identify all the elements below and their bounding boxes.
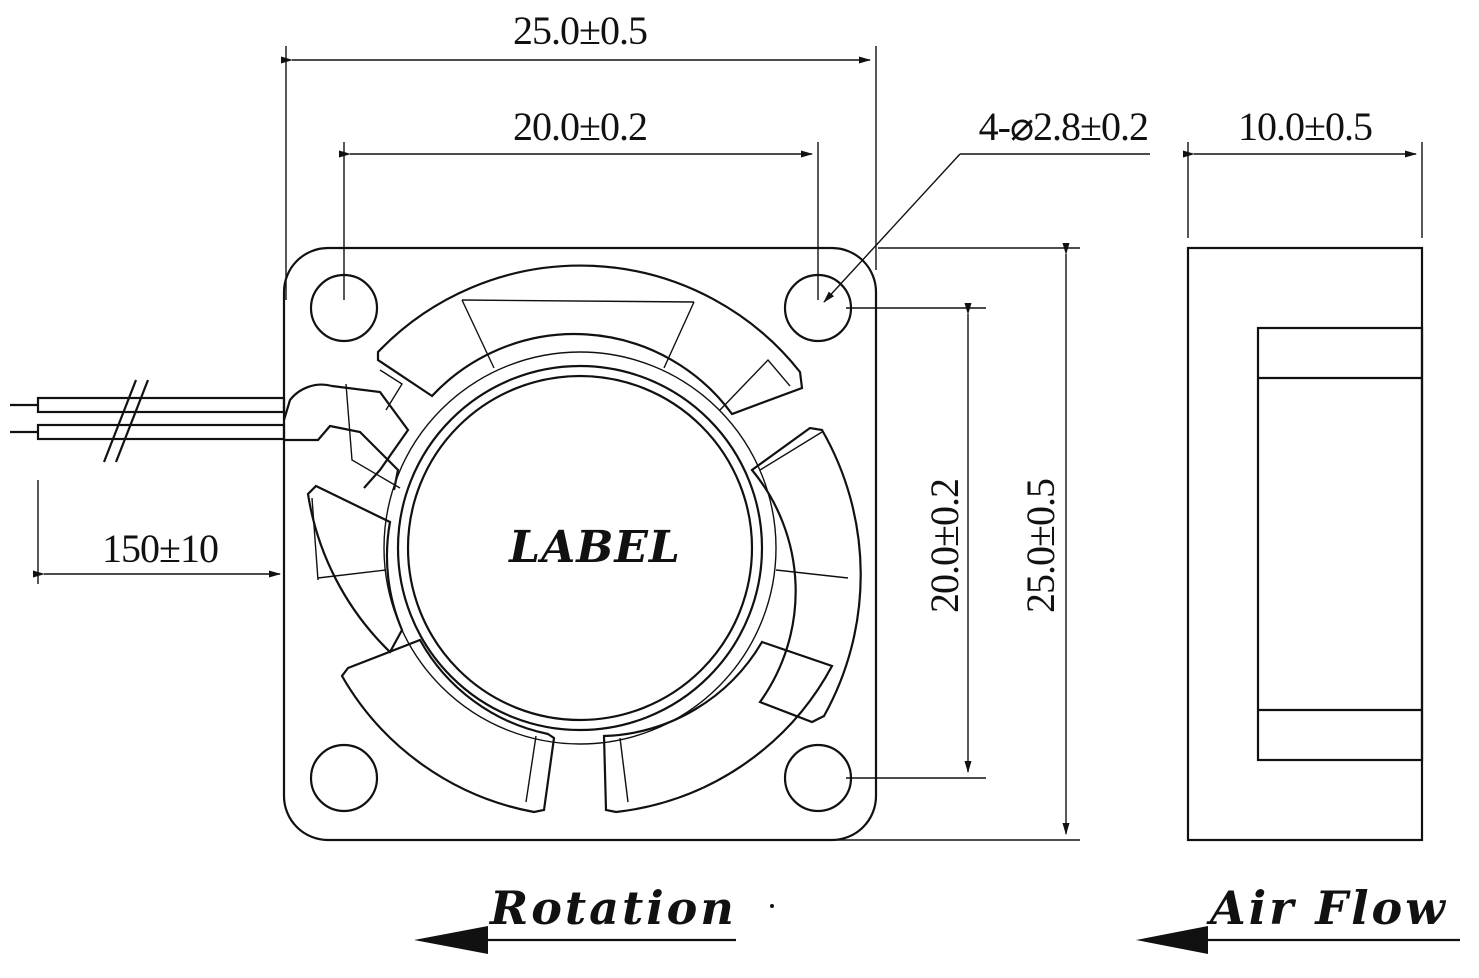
opening-bottom-right — [602, 640, 834, 814]
spoke — [317, 569, 387, 579]
opening-top — [376, 264, 804, 416]
rotation-arrow-icon — [414, 926, 488, 954]
hub-label: LABEL — [507, 522, 681, 573]
spoke — [461, 299, 695, 303]
spoke — [663, 301, 695, 369]
dim-hole-callout: 4-⌀2.8±0.2 — [823, 104, 1150, 303]
spoke — [379, 369, 403, 411]
lead-length-value: 150±10 — [102, 526, 218, 571]
wire — [36, 423, 286, 441]
mounting-hole — [309, 743, 379, 813]
spoke — [775, 569, 849, 579]
dim-overall-width: 25.0±0.5 — [281, 8, 877, 300]
lead-wires — [10, 379, 410, 491]
dim-depth: 10.0±0.5 — [1183, 104, 1423, 238]
opening-bottom-left — [340, 638, 556, 814]
hole-callout-value: 4-⌀2.8±0.2 — [979, 104, 1148, 149]
depth-value: 10.0±0.5 — [1238, 104, 1372, 149]
airflow-arrow-icon — [1136, 926, 1208, 954]
dim-overall-height: 25.0±0.5 — [830, 243, 1080, 841]
spoke — [619, 737, 629, 803]
overall-width-value: 25.0±0.5 — [513, 8, 647, 53]
wire — [36, 396, 286, 414]
frame-openings — [306, 264, 862, 814]
overall-height-value: 25.0±0.5 — [1018, 479, 1063, 613]
airflow-label: Air Flow — [1206, 881, 1448, 935]
wire-break — [114, 379, 150, 463]
wire-break — [102, 379, 138, 463]
spoke — [461, 299, 495, 369]
spoke — [719, 358, 791, 411]
fan-side-view — [1186, 246, 1424, 842]
opening-right — [750, 426, 862, 724]
hole-spacing-h-value: 20.0±0.2 — [513, 104, 647, 149]
rotation-indicator: Rotation — [414, 881, 737, 954]
dim-hole-spacing-h: 20.0±0.2 — [339, 104, 819, 300]
dim-hole-spacing-v: 20.0±0.2 — [846, 303, 986, 779]
dim-lead-length: 150±10 — [33, 480, 281, 584]
spoke — [759, 431, 823, 471]
rotation-label: Rotation — [488, 881, 737, 935]
spoke — [525, 735, 537, 803]
fan-frame — [282, 246, 878, 842]
spoke — [311, 497, 319, 581]
fan-hub — [383, 351, 777, 745]
opening-left — [306, 484, 404, 654]
airflow-indicator: Air Flow — [1136, 881, 1460, 954]
hole-spacing-v-value: 20.0±0.2 — [922, 479, 967, 613]
mounting-hole — [783, 743, 853, 813]
